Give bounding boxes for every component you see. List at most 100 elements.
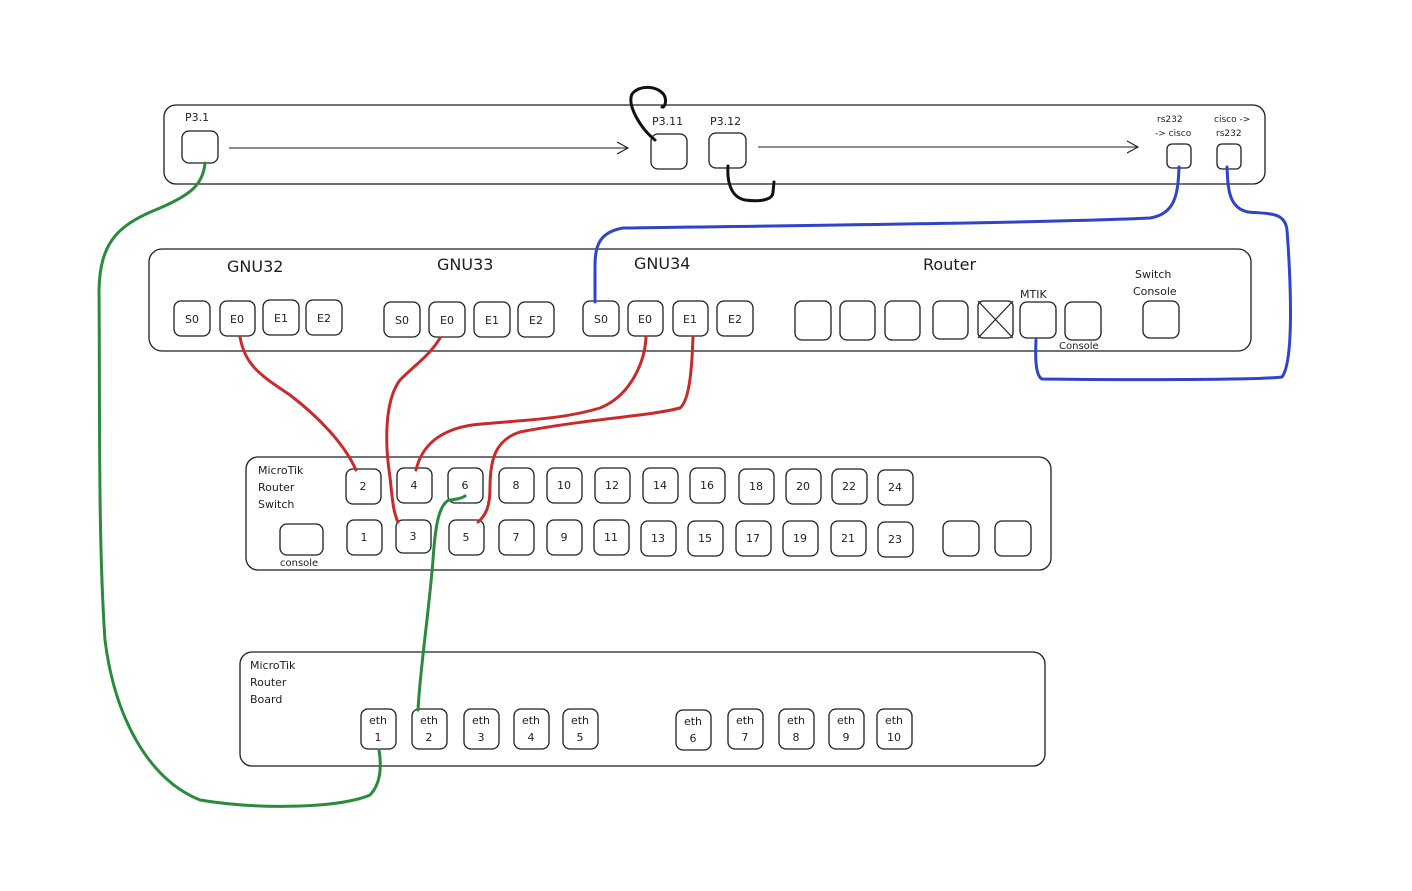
switch-port[interactable] [546, 519, 583, 556]
routerboard-port-eth4[interactable] [513, 708, 550, 750]
gnu32-port-e0[interactable] [219, 300, 256, 337]
router-port[interactable] [932, 300, 969, 340]
switch-port[interactable] [735, 520, 772, 557]
gnu32-port-s0-label: S0 [185, 313, 199, 326]
switch-console-port[interactable] [1142, 300, 1180, 339]
switch-port[interactable] [447, 467, 484, 504]
switch-panel [245, 456, 1052, 571]
gnu34-port-e0-label: E0 [638, 313, 652, 326]
switch-sfp-port[interactable] [942, 520, 980, 557]
routerboard-title-line: Board [250, 693, 282, 706]
console-cable-rs232-to-s0 [593, 165, 1181, 304]
loopback-cable-p3-11 [629, 85, 667, 142]
routerboard-title-line: Router [250, 676, 287, 689]
eth-prefix-label: eth [522, 714, 540, 727]
port-label-p3-11: P3.11 [652, 115, 683, 128]
gnu32-port-e2[interactable] [305, 299, 343, 336]
routerboard-port-eth6[interactable] [675, 709, 712, 751]
gnu33-port-e2[interactable] [517, 301, 555, 338]
switch-port[interactable] [346, 519, 383, 556]
routerboard-port-eth3[interactable] [463, 708, 500, 750]
routerboard-port-eth10[interactable] [876, 708, 913, 750]
gnu33-port-s0[interactable] [383, 301, 421, 338]
switch-port[interactable] [689, 467, 726, 504]
eth-prefix-label: eth [420, 714, 438, 727]
switch-port[interactable] [498, 519, 535, 556]
switch-port[interactable] [830, 520, 867, 557]
switch-port[interactable] [498, 467, 535, 504]
switch-port-label: 4 [411, 479, 418, 492]
switch-port[interactable] [593, 519, 630, 556]
gnu33-port-e0[interactable] [428, 301, 466, 338]
arrow-head [616, 141, 630, 155]
group-label-gnu33: GNU33 [437, 255, 493, 274]
routerboard-port-eth8[interactable] [778, 708, 815, 750]
eth-prefix-label: eth [837, 714, 855, 727]
switch-port[interactable] [831, 468, 868, 505]
switch-port[interactable] [546, 467, 583, 504]
router-port[interactable] [794, 300, 832, 341]
group-label-gnu32: GNU32 [227, 257, 283, 276]
gnu32-port-s0[interactable] [173, 300, 211, 337]
patch-port-p3-12[interactable] [708, 132, 747, 169]
switch-port[interactable] [395, 519, 432, 554]
switch-port-label: 7 [513, 531, 520, 544]
gnu32-port-e0-label: E0 [230, 313, 244, 326]
switch-port[interactable] [687, 520, 724, 557]
routerboard-port-eth2[interactable] [411, 708, 448, 750]
gnu34-port-e1[interactable] [672, 300, 709, 337]
router-port-mtik[interactable] [1019, 301, 1057, 339]
port-label-rs232-to-cisco-1: rs232 [1157, 115, 1183, 125]
router-port[interactable] [839, 300, 876, 341]
switch-port[interactable] [396, 467, 433, 504]
switch-port[interactable] [640, 520, 677, 557]
switch-title-line: Switch [258, 498, 294, 511]
router-port[interactable] [884, 300, 921, 341]
gnu33-port-s0-label: S0 [395, 314, 409, 327]
eth-number-label: 2 [426, 731, 433, 744]
gnu32-port-e1[interactable] [262, 299, 300, 336]
switch-port-label: 17 [746, 532, 760, 545]
gnu33-port-e1[interactable] [473, 301, 511, 338]
switch-port-label: 13 [651, 532, 665, 545]
routerboard-port-eth9[interactable] [828, 708, 865, 750]
switch-port[interactable] [642, 467, 679, 504]
port-label-p3-12: P3.12 [710, 115, 741, 128]
switch-port[interactable] [594, 467, 631, 504]
routerboard-panel [239, 651, 1046, 767]
eth-prefix-label: eth [885, 714, 903, 727]
switch-port[interactable] [785, 468, 822, 505]
switch-port[interactable] [448, 519, 485, 556]
switch-port[interactable] [345, 468, 382, 505]
switch-port-label: 24 [888, 481, 902, 494]
switch-port-label: 23 [888, 533, 902, 546]
disabled-cross-icon [977, 300, 1014, 339]
switch-port-label: 8 [513, 479, 520, 492]
switch-console-port[interactable] [279, 523, 324, 556]
gnu32-port-e1-label: E1 [274, 312, 288, 325]
switch-console-label: console [280, 558, 318, 569]
switch-port[interactable] [782, 520, 819, 557]
switch-sfp-port[interactable] [994, 520, 1032, 557]
router-port-console[interactable] [1064, 301, 1102, 341]
patch-port-cisco-to-rs232[interactable] [1216, 143, 1242, 170]
patch-port-p3-1[interactable] [181, 130, 219, 164]
gnu34-port-e2[interactable] [716, 300, 754, 337]
patch-port-p3-11[interactable] [650, 133, 688, 170]
eth-number-label: 5 [577, 731, 584, 744]
gnu32-port-e2-label: E2 [317, 312, 331, 325]
eth-number-label: 1 [375, 731, 382, 744]
switch-port-label: 1 [361, 531, 368, 544]
switch-port[interactable] [877, 521, 914, 558]
eth-number-label: 6 [690, 732, 697, 745]
ethernet-cable-port6-to-eth2 [416, 494, 467, 712]
gnu34-port-s0[interactable] [582, 300, 620, 337]
routerboard-port-eth5[interactable] [562, 708, 599, 750]
switch-port-label: 20 [796, 480, 810, 493]
patch-port-rs232-to-cisco[interactable] [1166, 143, 1192, 169]
switch-port[interactable] [877, 469, 914, 506]
eth-number-label: 4 [528, 731, 535, 744]
switch-port[interactable] [738, 468, 775, 505]
routerboard-port-eth7[interactable] [727, 708, 764, 750]
